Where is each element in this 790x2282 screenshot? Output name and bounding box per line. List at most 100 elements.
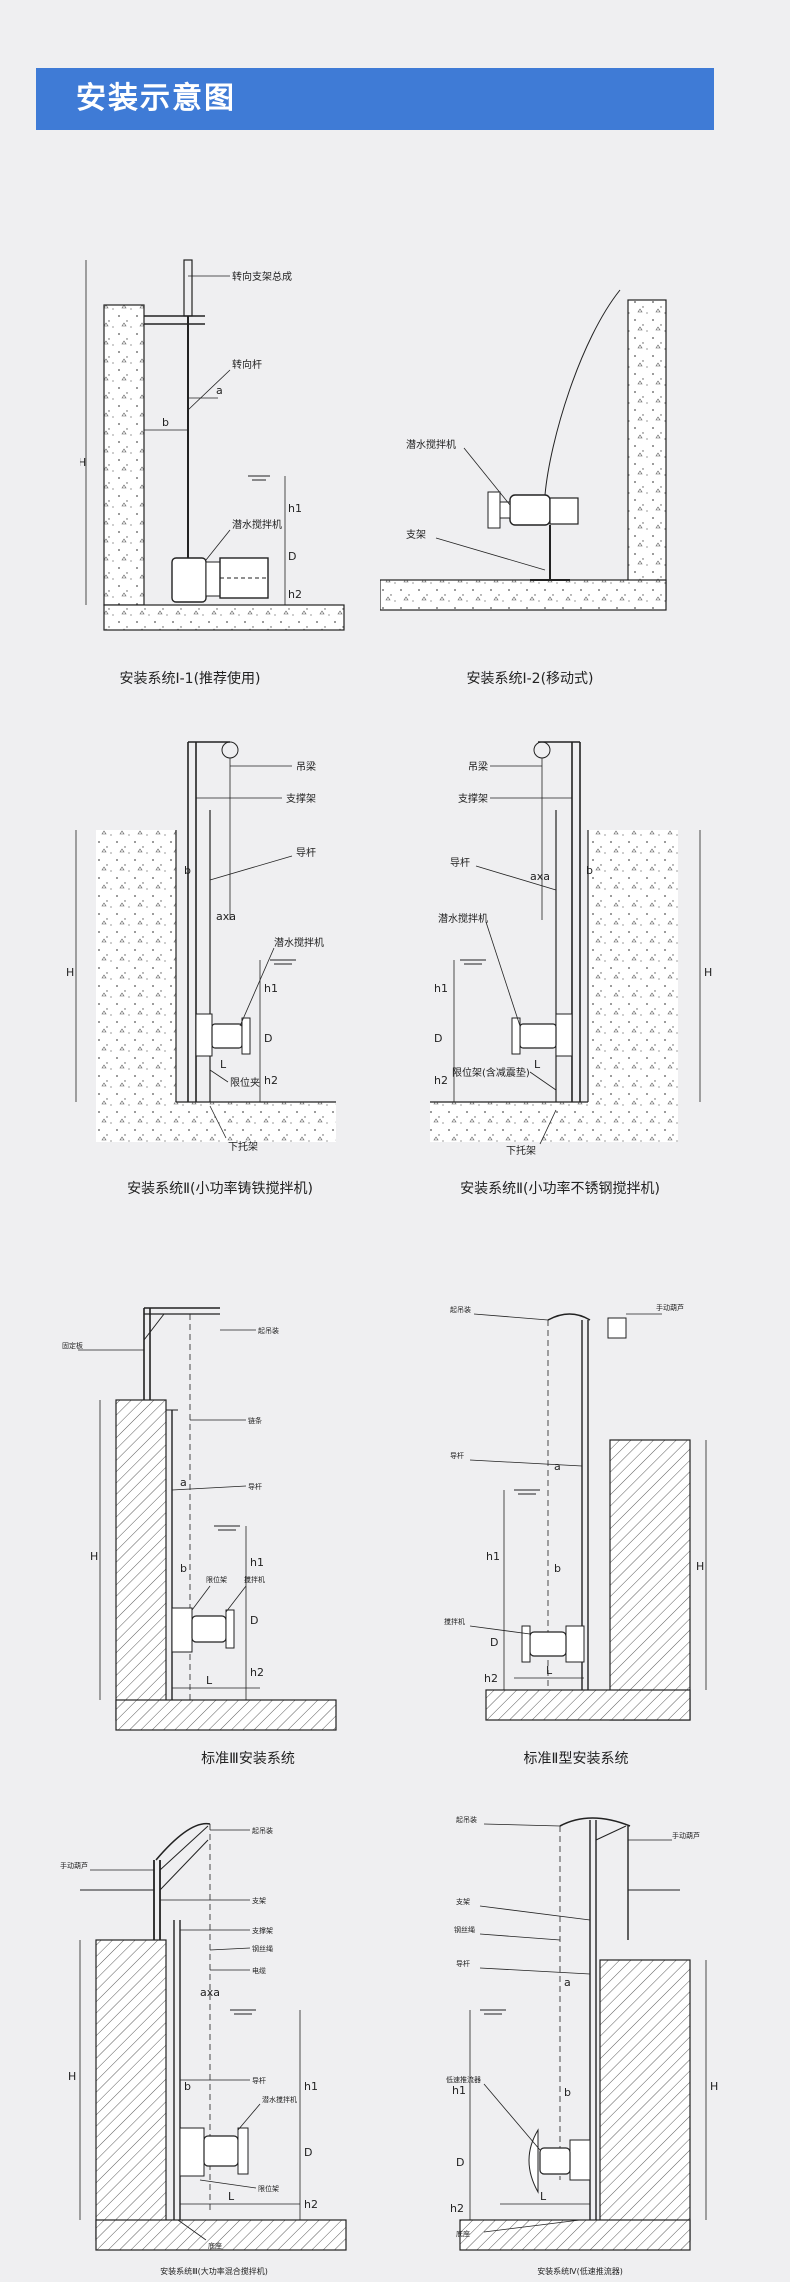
fig5-dim-b: b: [180, 1562, 187, 1575]
fig3-dim-D: D: [264, 1032, 272, 1045]
fig3-label-2: 导杆: [296, 847, 316, 859]
diagram-standard-3-install: 固定板 起吊装 链条 导杆 限位架 搅拌机 a b h1 D H L h2 标准…: [60, 1290, 360, 1770]
fig8-dim-a: a: [564, 1976, 571, 1989]
fig1-dim-a: a: [216, 384, 223, 397]
fig1-dim-h1: h1: [288, 502, 302, 515]
fig6-label-0: 起吊装: [450, 1305, 471, 1314]
fig4-label-2: 导杆: [450, 857, 470, 869]
fig3-caption: 安装系统Ⅱ(小功率铸铁搅拌机): [127, 1181, 313, 1197]
fig5-label-5: 搅拌机: [244, 1575, 265, 1584]
fig7-dim-axa: axa: [200, 1986, 220, 1999]
fig1-caption: 安装系统Ⅰ-1(推荐使用): [119, 671, 261, 687]
fig1-label-2: 潜水搅拌机: [232, 518, 282, 531]
diagram-standard-2-install: 起吊装 手动葫芦 导杆 搅拌机 a b h1 D H L h2 标准Ⅱ型安装系统: [430, 1290, 720, 1770]
fig6-dim-h1: h1: [486, 1550, 500, 1563]
diagram-install-system-4-low-speed: 起吊装 手动葫芦 支架 钢丝绳 导杆 低速推流器 底座 a b h1 D H L…: [440, 1800, 730, 2280]
fig8-label-4: 导杆: [456, 1959, 470, 1968]
fig1-dim-H: H: [80, 456, 86, 469]
fig6-dim-h2: h2: [484, 1672, 498, 1685]
fig7-dim-L: L: [228, 2190, 235, 2203]
fig1-label-1: 转向杆: [232, 358, 262, 371]
fig4-label-0: 吊梁: [468, 760, 488, 773]
fig7-dim-b: b: [184, 2080, 191, 2093]
fig7-label-7: 潜水搅拌机: [262, 2095, 297, 2104]
fig6-label-3: 搅拌机: [444, 1617, 465, 1626]
fig5-label-2: 链条: [248, 1416, 262, 1425]
diagram-install-system-2-stainless: 吊梁 支撑架 导杆 潜水搅拌机 限位架(含减震垫) 下托架 b axa H h1…: [410, 730, 720, 1197]
fig7-label-8: 限位架: [258, 2184, 279, 2193]
fig8-caption: 安装系统Ⅳ(低速推流器): [537, 2267, 623, 2276]
fig6-dim-D: D: [490, 1636, 498, 1649]
fig6-dim-H: H: [696, 1560, 704, 1573]
fig6-label-2: 导杆: [450, 1451, 464, 1460]
fig3-dim-H: H: [66, 966, 74, 979]
fig4-label-3: 潜水搅拌机: [438, 912, 488, 925]
fig7-dim-h1: h1: [304, 2080, 318, 2093]
fig4-dim-axa: axa: [530, 870, 550, 883]
fig5-dim-H: H: [90, 1550, 98, 1563]
fig5-dim-a: a: [180, 1476, 187, 1489]
fig3-label-4: 限位夹: [230, 1076, 260, 1089]
fig8-label-1: 手动葫芦: [672, 1831, 700, 1840]
fig5-caption: 标准Ⅲ安装系统: [201, 1751, 295, 1767]
fig8-label-5: 低速推流器: [446, 2075, 481, 2084]
fig8-label-0: 起吊装: [456, 1815, 477, 1824]
fig6-dim-L: L: [546, 1664, 553, 1677]
fig3-dim-axa: axa: [216, 910, 236, 923]
fig6-caption: 标准Ⅱ型安装系统: [523, 1751, 629, 1767]
fig3-dim-L: L: [220, 1058, 227, 1071]
fig3-dim-h2: h2: [264, 1074, 278, 1087]
fig4-label-4: 限位架(含减震垫): [452, 1066, 530, 1079]
fig8-label-2: 支架: [456, 1897, 470, 1906]
fig7-dim-h2: h2: [304, 2198, 318, 2211]
fig3-label-0: 吊梁: [296, 760, 316, 773]
fig8-dim-h2: h2: [450, 2202, 464, 2215]
header-banner: 安装示意图: [36, 68, 714, 130]
fig8-dim-b: b: [564, 2086, 571, 2099]
page-title: 安装示意图: [76, 81, 236, 116]
fig5-label-0: 固定板: [62, 1341, 83, 1350]
fig5-label-1: 起吊装: [258, 1326, 279, 1335]
fig4-dim-h1: h1: [434, 982, 448, 995]
fig5-dim-D: D: [250, 1614, 258, 1627]
fig3-label-5: 下托架: [228, 1140, 258, 1153]
fig4-dim-H: H: [704, 966, 712, 979]
fig6-label-1: 手动葫芦: [656, 1303, 684, 1312]
fig3-label-3: 潜水搅拌机: [274, 936, 324, 949]
fig1-dim-b: b: [162, 416, 169, 429]
fig6-dim-b: b: [554, 1562, 561, 1575]
fig3-dim-h1: h1: [264, 982, 278, 995]
fig7-label-2: 支架: [252, 1896, 266, 1905]
fig4-dim-L: L: [534, 1058, 541, 1071]
diagram-install-system-1-1: 转向支架总成 转向杆 潜水搅拌机 a b H h1 D h2 安装系统Ⅰ-1(推…: [78, 240, 380, 687]
fig4-caption: 安装系统Ⅱ(小功率不锈钢搅拌机): [460, 1181, 660, 1197]
fig2-caption: 安装系统Ⅰ-2(移动式): [466, 671, 594, 687]
fig5-dim-h1: h1: [250, 1556, 264, 1569]
diagram-install-system-1-2: 潜水搅拌机 支架 安装系统Ⅰ-2(移动式): [379, 280, 700, 687]
fig4-label-5: 下托架: [506, 1144, 536, 1157]
fig1-dim-h2: h2: [288, 588, 302, 601]
fig4-dim-D: D: [434, 1032, 442, 1045]
fig8-dim-H: H: [710, 2080, 718, 2093]
fig7-label-3: 支撑架: [252, 1926, 273, 1935]
fig7-label-6: 导杆: [252, 2076, 266, 2085]
fig5-dim-h2: h2: [250, 1666, 264, 1679]
fig7-label-1: 起吊装: [252, 1826, 273, 1835]
fig8-label-6: 底座: [456, 2229, 470, 2238]
diagram-install-system-3-high-power: 手动葫芦 起吊装 支架 支撑架 钢丝绳 电缆 导杆 潜水搅拌机 限位架 底座 a…: [60, 1800, 390, 2280]
fig7-label-5: 电缆: [252, 1966, 266, 1975]
fig2-label-1: 支架: [406, 529, 426, 541]
fig2-label-0: 潜水搅拌机: [406, 438, 456, 451]
fig5-label-4: 限位架: [206, 1575, 227, 1584]
fig7-caption: 安装系统Ⅲ(大功率混合搅拌机): [160, 2267, 268, 2276]
fig7-label-9: 底座: [208, 2241, 222, 2250]
fig8-label-3: 钢丝绳: [454, 1925, 475, 1934]
fig8-dim-D: D: [456, 2156, 464, 2169]
fig1-label-0: 转向支架总成: [232, 270, 292, 283]
fig4-dim-b: b: [586, 864, 593, 877]
diagram-install-system-2-cast-iron: 吊梁 支撑架 导杆 潜水搅拌机 限位夹 下托架 b axa H h1 D L h…: [60, 730, 360, 1197]
fig3-dim-b: b: [184, 864, 191, 877]
fig3-label-1: 支撑架: [286, 792, 316, 805]
fig4-label-1: 支撑架: [458, 792, 488, 805]
fig7-label-0: 手动葫芦: [60, 1861, 88, 1870]
